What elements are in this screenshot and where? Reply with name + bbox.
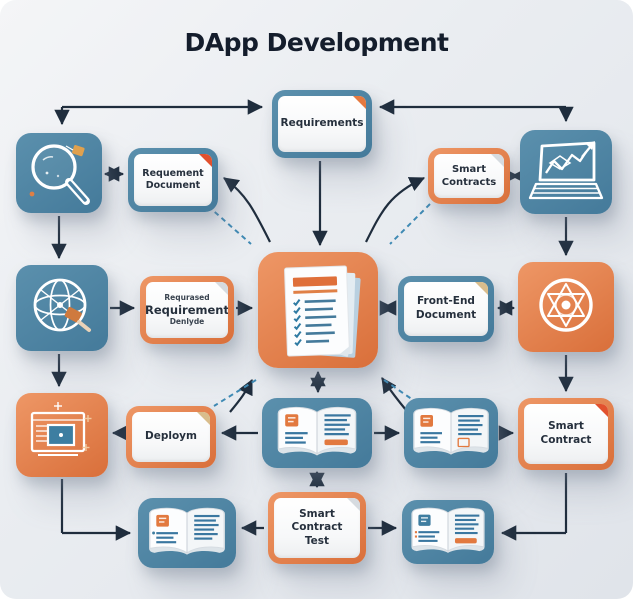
requirements-node: Requirements: [272, 90, 372, 158]
requirement-analysis-card: Requrased Requirement Denlyde: [146, 282, 228, 338]
requirements-card: Requirements: [278, 96, 366, 152]
app-window-node: [16, 393, 108, 477]
smart-contracts-card: Smart Contracts: [434, 154, 504, 198]
smart-contracts-node: Smart Contracts: [428, 148, 510, 204]
deploy-label: Deploym: [145, 430, 197, 443]
requirement-document-card: Requement Document: [134, 154, 212, 206]
analysis-main-label: Requirement: [146, 302, 228, 317]
requirements-label: Requirements: [280, 117, 364, 130]
smart-contract-node: Smart Contract: [518, 398, 614, 470]
globe-search-node: [16, 265, 108, 351]
folded-corner: [595, 404, 608, 417]
analysis-magnifier-node: [16, 133, 102, 213]
deploy-node: Deploym: [126, 406, 216, 468]
open-book-icon: [149, 507, 225, 555]
geometric-emblem-icon: [539, 278, 593, 332]
app-window-icon: [30, 402, 92, 456]
central-checklist-node: [258, 252, 378, 368]
smart-contract-test-card: Smart Contract Test: [274, 498, 360, 558]
smart-contract-test-node: Smart Contract Test: [268, 492, 366, 564]
book-node-right: [404, 398, 498, 468]
folded-corner: [475, 282, 488, 295]
diagram-title: DApp Development: [184, 28, 449, 57]
folded-corner: [353, 96, 366, 109]
folded-corner: [199, 154, 212, 167]
folded-corner: [197, 412, 210, 425]
deploy-card: Deploym: [132, 412, 210, 462]
front-end-document-card: Front-End Document: [404, 282, 488, 336]
globe-search-icon: [33, 278, 91, 332]
front-end-document-label: Front-End Document: [415, 295, 477, 321]
analysis-top-label: Requrased: [164, 293, 210, 303]
folded-corner: [347, 498, 360, 511]
smart-contract-card: Smart Contract: [524, 404, 608, 464]
open-book-icon: [411, 507, 485, 553]
geometry-emblem-node: [518, 262, 614, 352]
folded-corner: [491, 154, 504, 167]
checklist-document-icon: [284, 265, 361, 358]
front-end-document-node: Front-End Document: [398, 276, 494, 342]
requirement-analysis-node: Requrased Requirement Denlyde: [140, 276, 234, 344]
folded-corner: [215, 282, 228, 295]
smart-contract-test-label: Smart Contract Test: [291, 507, 343, 547]
book-node-center: [262, 398, 372, 468]
analysis-bottom-label: Denlyde: [169, 317, 205, 327]
book-node-bottom-right: [402, 500, 494, 564]
smart-contracts-label: Smart Contracts: [441, 164, 497, 188]
chart-laptop-node: [520, 130, 612, 214]
requirement-document-node: Requement Document: [128, 148, 218, 212]
chart-laptop-icon: [528, 141, 604, 200]
open-book-icon: [277, 406, 357, 456]
requirement-document-label: Requement Document: [142, 167, 204, 191]
smart-contract-label: Smart Contract: [540, 420, 592, 446]
book-node-bottom-left: [138, 498, 236, 568]
magnifying-glass-icon: [29, 144, 90, 205]
open-book-icon: [413, 407, 489, 455]
